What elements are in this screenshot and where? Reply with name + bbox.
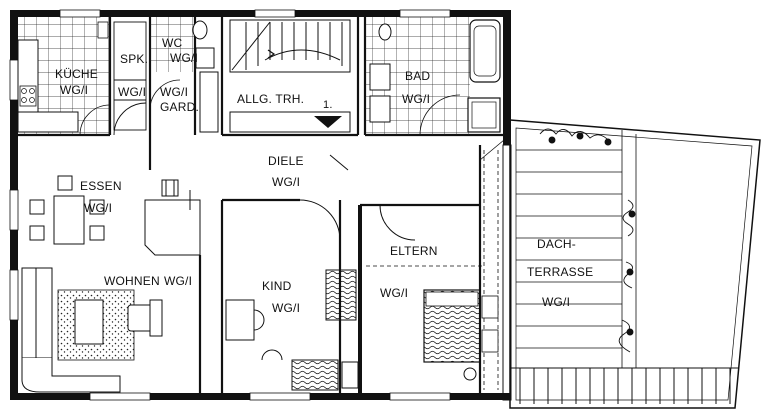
living-sub: WG/I (164, 274, 193, 288)
dining-label: ESSEN (80, 179, 122, 193)
stair-arrow-icon (314, 116, 342, 128)
stairwell-label: ALLG. TRH. (237, 92, 305, 106)
wc-label: WC (162, 36, 183, 50)
dining-area (29, 175, 105, 245)
wardrobe-label: GARD. (160, 100, 200, 114)
living-label: WOHNEN (104, 274, 160, 288)
bath-label: BAD (405, 69, 431, 83)
pantry-area (113, 21, 147, 136)
pantry-label: SPK. (120, 52, 149, 66)
terrace-label-line1: DACH- (537, 237, 576, 251)
child-room-furniture (225, 269, 359, 391)
wc-sub: WG/I (170, 51, 199, 65)
hall-fixtures (144, 139, 505, 256)
terrace-planks (516, 130, 637, 368)
terrace-sub: WG/I (542, 295, 571, 309)
terrace-railing (510, 367, 738, 404)
kitchen-sub: WG/I (60, 83, 89, 97)
child-room-sub: WG/I (272, 301, 301, 315)
terrace-label-line2: TERRASSE (527, 265, 594, 279)
wc-area (149, 17, 219, 133)
parents-room-furniture (366, 265, 499, 381)
wardrobe-sub: WG/I (160, 85, 189, 99)
terrace-plants (539, 128, 636, 353)
kitchen-area (17, 17, 111, 136)
hall-sub: WG/I (272, 175, 301, 189)
hall-label: DIELE (268, 154, 304, 168)
exterior-walls (9, 9, 512, 401)
stair-step-label: 1. (323, 99, 333, 111)
bath-area (365, 17, 501, 136)
child-room-label: KIND (262, 279, 292, 293)
staircase (229, 19, 351, 133)
roof-terrace (483, 119, 761, 409)
dining-sub: WG/I (84, 201, 113, 215)
parents-room-sub: WG/I (380, 286, 409, 300)
bath-sub: WG/I (402, 92, 431, 106)
pantry-sub: WG/I (118, 85, 147, 99)
living-area (21, 267, 163, 393)
kitchen-label: KÜCHE (55, 67, 99, 81)
parents-room-label: ELTERN (390, 244, 438, 258)
